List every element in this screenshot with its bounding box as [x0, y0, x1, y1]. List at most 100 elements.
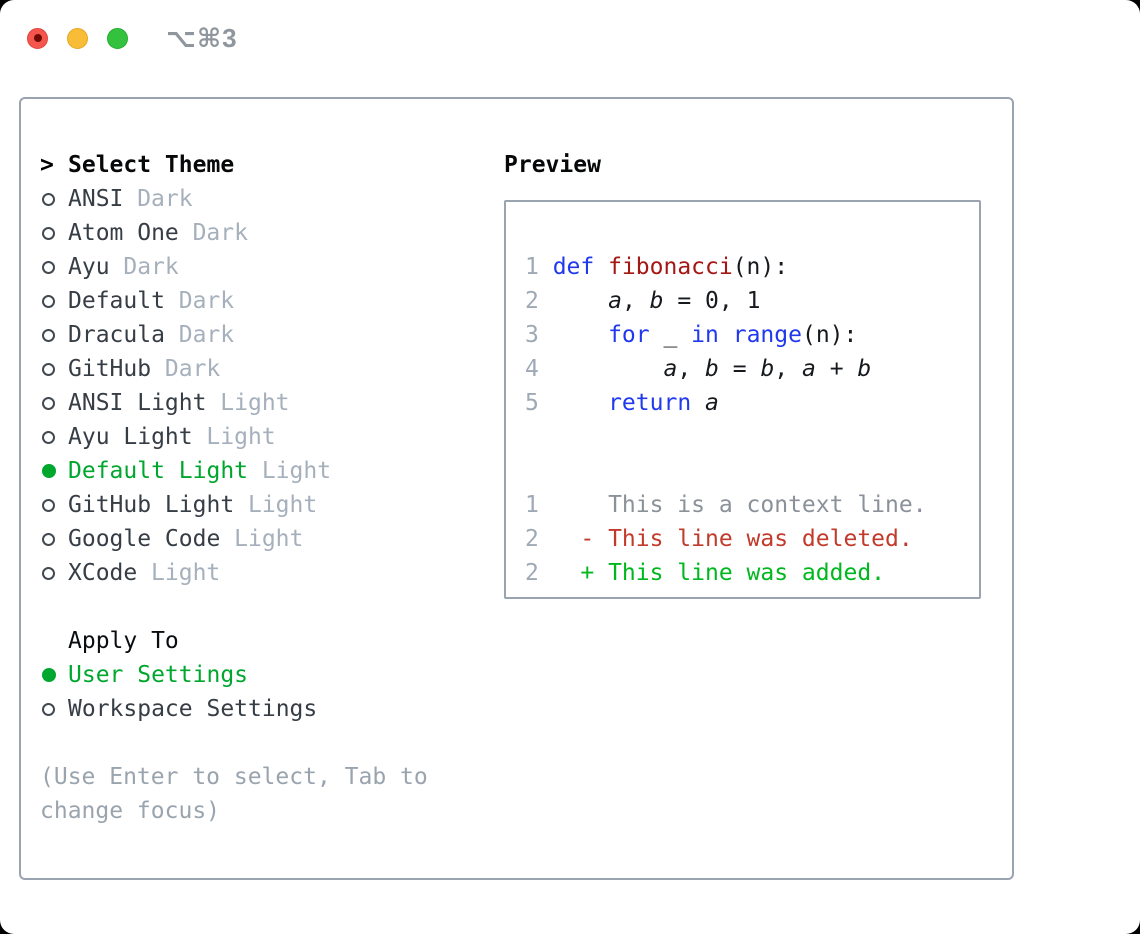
code-segment [719, 322, 733, 348]
spacer-row [40, 726, 504, 760]
code-segment [553, 356, 664, 382]
radio-circle [42, 430, 55, 444]
theme-variant: Light [234, 526, 304, 552]
radio-icon [40, 362, 68, 376]
window-title: ⌥⌘3 [166, 22, 238, 53]
code-segment: a [663, 356, 678, 382]
code-segment: - This line was deleted. [552, 526, 913, 552]
theme-name: Atom One [68, 220, 179, 246]
code-line: 2 - This line was deleted. [525, 522, 979, 556]
title-bar: ⌥⌘3 [0, 0, 1140, 76]
code-segment: for [608, 322, 650, 348]
code-segment: , [621, 288, 650, 314]
theme-option-atom-one-dark[interactable]: Atom One Dark [40, 216, 504, 250]
theme-variant: Dark [123, 254, 179, 280]
code-line [525, 420, 979, 454]
radio-circle [42, 498, 55, 512]
theme-variant: Dark [192, 220, 248, 246]
code-segment: in [691, 322, 719, 348]
radio-circle [42, 532, 55, 546]
selection-cursor: > [40, 152, 68, 178]
theme-option-xcode-light[interactable]: XCode Light [40, 556, 504, 590]
radio-circle [42, 702, 55, 716]
apply-option-label: User Settings [68, 662, 249, 688]
line-number: 1 [525, 254, 539, 280]
code-segment: , [677, 356, 706, 382]
theme-name: XCode [68, 560, 138, 586]
code-line: 2 a, b = 0, 1 [525, 284, 979, 318]
help-text: (Use Enter to select, Tab to change focu… [40, 760, 504, 828]
radio-circle [42, 668, 56, 682]
radio-icon [40, 702, 68, 716]
line-number: 2 [525, 560, 539, 586]
minimize-button[interactable] [67, 27, 88, 49]
code-line: 4 a, b = b, a + b [525, 352, 979, 386]
code-line: 2 + This line was added. [525, 556, 979, 590]
theme-option-google-code-light[interactable]: Google Code Light [40, 522, 504, 556]
theme-option-github-light-light[interactable]: GitHub Light Light [40, 488, 504, 522]
radio-circle [42, 328, 55, 342]
code-segment: _ [649, 322, 692, 348]
apply-option-user-settings[interactable]: User Settings [40, 658, 504, 692]
theme-option-ayu-dark[interactable]: Ayu Dark [40, 250, 504, 284]
radio-icon [40, 226, 68, 240]
line-number: 4 [525, 356, 539, 382]
code-segment: This is a context line. [552, 492, 927, 518]
radio-icon [40, 260, 68, 274]
apply-option-label: Workspace Settings [68, 696, 318, 722]
radio-circle [42, 566, 55, 580]
apply-option-workspace-settings[interactable]: Workspace Settings [40, 692, 504, 726]
apply-to-header-row: Apply To [40, 624, 504, 658]
maximize-button[interactable] [107, 27, 128, 49]
line-number: 3 [525, 322, 539, 348]
code-segment: + This line was added. [552, 560, 886, 586]
code-segment: (n): [801, 322, 858, 348]
theme-variant: Light [247, 492, 318, 518]
select-theme-header-row: > Select Theme [40, 148, 504, 182]
theme-name: GitHub Light [68, 492, 235, 518]
close-button[interactable] [27, 27, 48, 49]
line-number: 5 [525, 390, 539, 416]
help-line: change focus) [40, 798, 221, 824]
theme-name: Google Code [68, 526, 221, 552]
radio-icon [40, 430, 68, 444]
code-segment: + [815, 356, 858, 382]
radio-circle [42, 294, 55, 308]
theme-name: GitHub [68, 356, 152, 382]
theme-option-github-dark[interactable]: GitHub Dark [40, 352, 504, 386]
theme-variant: Light [151, 560, 221, 586]
theme-name: Dracula [68, 322, 165, 348]
code-segment: b [857, 356, 872, 382]
code-segment: range [732, 322, 802, 348]
code-segment: b [649, 288, 664, 314]
theme-name: Default [68, 288, 165, 314]
spacer-row [40, 590, 504, 624]
code-segment: , [774, 356, 802, 382]
radio-icon [40, 328, 68, 342]
code-segment: (n): [732, 254, 789, 280]
code-line: 3 for _ in range(n): [525, 318, 979, 352]
theme-name: ANSI [68, 186, 124, 212]
theme-name: Ayu [68, 254, 110, 280]
radio-icon [40, 532, 68, 546]
radio-circle [42, 464, 56, 478]
code-segment [553, 288, 608, 314]
radio-circle [42, 260, 55, 274]
code-segment: def [552, 254, 609, 280]
radio-icon [40, 192, 68, 206]
theme-variant: Dark [164, 356, 221, 382]
code-segment: a [705, 390, 719, 416]
code-segment: a [802, 356, 816, 382]
